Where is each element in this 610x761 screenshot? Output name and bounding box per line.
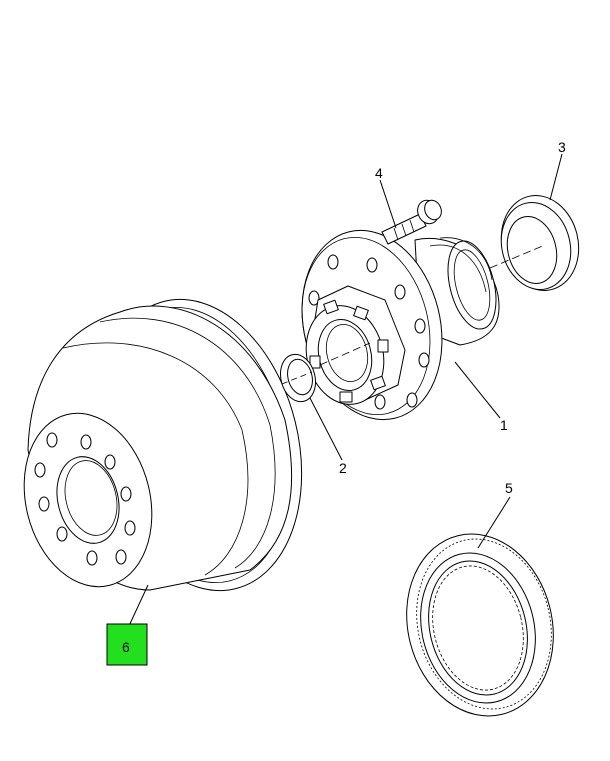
leader-1 xyxy=(454,361,501,419)
inner-seal-ring[interactable] xyxy=(276,351,321,406)
leader-3 xyxy=(549,153,563,201)
callout-6[interactable]: 6 xyxy=(122,639,130,655)
leader-lines xyxy=(127,153,563,629)
leader-5 xyxy=(477,496,511,549)
brake-drum[interactable] xyxy=(7,278,331,613)
tone-ring[interactable] xyxy=(388,518,572,731)
wheel-stud[interactable] xyxy=(381,197,444,245)
leader-2 xyxy=(309,397,343,461)
callout-1[interactable]: 1 xyxy=(500,417,508,433)
highlight-box-6[interactable] xyxy=(106,623,148,666)
callout-3[interactable]: 3 xyxy=(558,139,566,155)
callout-5[interactable]: 5 xyxy=(505,480,513,496)
outer-bearing-cup[interactable] xyxy=(489,187,588,299)
leader-4 xyxy=(379,179,397,229)
callout-2[interactable]: 2 xyxy=(339,460,347,476)
leader-6 xyxy=(127,584,149,629)
callout-4[interactable]: 4 xyxy=(375,165,383,181)
hub[interactable] xyxy=(283,215,504,434)
